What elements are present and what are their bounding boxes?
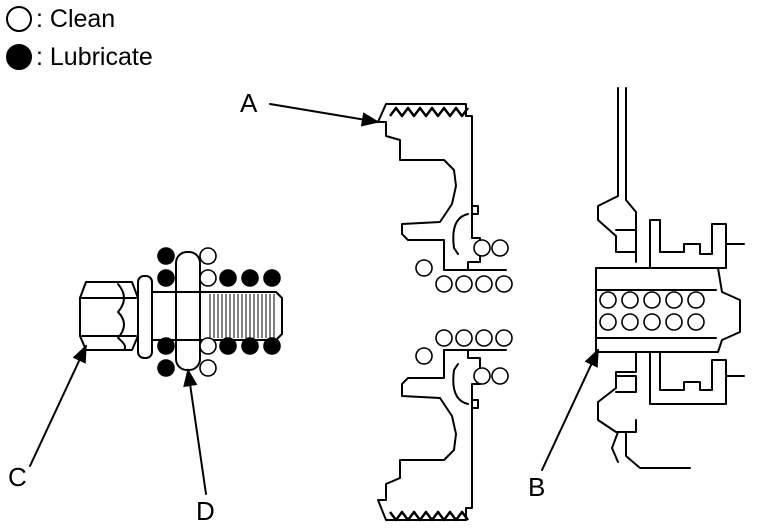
legend-lubricate: : Lubricate	[6, 44, 153, 70]
lubricate-dot	[263, 337, 281, 355]
legend-clean-label: : Clean	[36, 5, 116, 33]
pulley-marker-dots	[415, 239, 513, 385]
lubricate-dot	[263, 269, 281, 287]
clean-dot	[687, 291, 705, 309]
callout-b: B	[528, 472, 545, 502]
shaft-housing	[595, 87, 745, 469]
clean-dot	[473, 367, 491, 385]
bolt-threads	[209, 294, 275, 338]
clean-dot	[491, 239, 509, 257]
clean-dot	[687, 313, 705, 331]
callout-leaders	[29, 103, 599, 495]
clean-dot	[415, 259, 433, 277]
clean-dot	[665, 291, 683, 309]
lubricate-dot	[219, 337, 237, 355]
legend-lubricate-label: : Lubricate	[36, 43, 153, 71]
clean-dot	[475, 329, 493, 347]
lubricate-dot	[219, 269, 237, 287]
bolt-marker-dots	[157, 247, 281, 377]
hub-marker-dots	[599, 291, 705, 331]
legend-clean: : Clean	[6, 6, 115, 32]
o-ring	[175, 251, 201, 371]
leader-d	[183, 368, 207, 495]
lubricate-dot	[157, 247, 175, 265]
bolt-assembly	[79, 247, 283, 377]
leader-c	[29, 344, 87, 467]
leader-a	[269, 103, 380, 127]
clean-dot	[199, 269, 217, 287]
callout-d: D	[196, 496, 215, 526]
callout-a: A	[240, 88, 258, 118]
clean-dot	[435, 275, 453, 293]
lubricate-dot	[241, 269, 259, 287]
clean-dot	[621, 291, 639, 309]
clean-dot	[475, 275, 493, 293]
clean-dot	[599, 291, 617, 309]
clean-dot	[473, 239, 491, 257]
clean-dot	[435, 329, 453, 347]
washer	[137, 275, 153, 359]
leader-b	[541, 348, 599, 471]
clean-dot	[599, 313, 617, 331]
pulley-upper-half	[377, 103, 507, 271]
clean-dot	[495, 329, 513, 347]
clean-dot	[199, 247, 217, 265]
clean-dot	[199, 359, 217, 377]
callout-c: C	[8, 462, 27, 492]
clean-dot	[665, 313, 683, 331]
clean-dot	[495, 275, 513, 293]
lubricate-dot	[157, 337, 175, 355]
pulley-lower-half	[377, 349, 507, 522]
filled-circle-icon	[6, 44, 32, 70]
clean-dot	[455, 275, 473, 293]
clean-dot	[415, 347, 433, 365]
lubricate-dot	[241, 337, 259, 355]
lubricate-dot	[157, 269, 175, 287]
lubricate-dot	[157, 359, 175, 377]
clean-dot	[643, 313, 661, 331]
clean-dot	[455, 329, 473, 347]
open-circle-icon	[6, 6, 32, 32]
clean-dot	[491, 367, 509, 385]
clean-dot	[199, 337, 217, 355]
clean-dot	[621, 313, 639, 331]
clean-dot	[643, 291, 661, 309]
